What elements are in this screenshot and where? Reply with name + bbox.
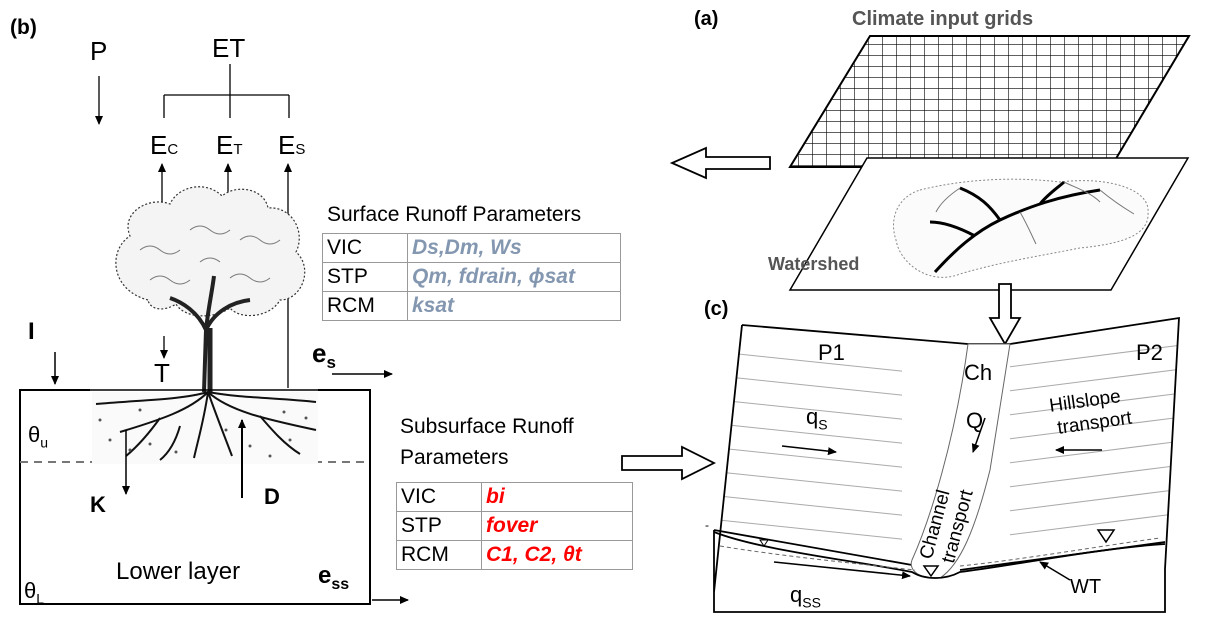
surface-runoff-label: es [312,338,336,373]
table-row: RCM ksat [322,291,621,321]
lower-layer-label: Lower layer [116,558,241,585]
dash-mark: - [705,518,709,532]
subsurface-params-title-line1: Subsurface Runoff [400,415,574,438]
subsurface-flow-arrow [773,561,911,580]
params-cell: bi [481,482,633,512]
hollow-arrow-down [988,283,1022,346]
water-table-label: WT [1070,576,1102,598]
soil-bucket-diagram [19,64,409,605]
throughfall-label: T [154,358,170,388]
roots-icon [92,391,318,464]
params-cell: ksat [407,291,621,321]
subsurface-params-title-line2: Parameters [400,446,509,469]
climate-grids-title: Climate input grids [852,8,1034,30]
water-table-pointer [1039,561,1071,581]
p1-label: P1 [818,340,845,365]
model-cell: VIC [322,233,408,263]
theta-u-label: θu [28,422,49,451]
subsurface-params-table: VIC bi STP fover RCM C1, C2, θt [396,482,633,570]
ec-label: EC [150,130,179,160]
watershed-boundary [892,178,1149,278]
params-cell: fover [481,511,633,541]
model-cell: STP [396,511,482,541]
table-row: RCM C1, C2, θt [396,540,633,570]
d-label: D [264,484,280,509]
et-label: ET [212,33,246,63]
params-cell: Qm, fdrain, ϕsat [407,262,621,292]
et-component-label: ET [216,130,243,160]
watershed-plane [788,157,1190,291]
model-cell: RCM [322,291,408,321]
soil-bucket-outline [19,389,371,605]
k-label: K [90,492,106,517]
surface-params-title: Surface Runoff Parameters [327,203,582,226]
theta-l-label: θL [24,578,45,607]
qss-label: qSS [790,582,821,611]
p2-label: P2 [1136,340,1163,365]
climate-grid [788,35,1191,168]
es-label: ES [278,130,306,160]
hillslope-flow-arrow-p1 [781,445,837,456]
channel-ch-label: Ch [964,360,993,385]
panel-c-label: (c) [704,298,729,320]
model-cell: STP [322,262,408,292]
watershed-label: Watershed [768,254,860,274]
hillslope-block [713,316,1180,613]
table-row: STP Qm, fdrain, ϕsat [322,262,621,292]
table-row: VIC bi [396,482,633,512]
params-cell: C1, C2, θt [481,540,633,570]
surface-params-table: VIC Ds,Dm, Ws STP Qm, fdrain, ϕsat RCM k… [322,233,621,321]
table-row: STP fover [396,511,633,541]
channel-flow-arrow [971,417,986,453]
hollow-arrow-right [621,445,717,481]
subsurface-runoff-label: ess [318,562,350,593]
qs-label: qS [806,404,828,433]
panel-a-label: (a) [694,8,719,30]
panel-b-label: (b) [10,16,37,39]
model-cell: RCM [396,540,482,570]
river-network-icon [929,180,1101,274]
precip-label: P [90,36,108,66]
table-row: VIC Ds,Dm, Ws [322,233,621,263]
hollow-arrow-left [669,146,771,180]
discharge-q-label: Q [966,408,984,433]
model-cell: VIC [396,482,482,512]
params-cell: Ds,Dm, Ws [407,233,621,263]
tree-icon [115,186,306,393]
infiltration-label: I [28,318,35,345]
